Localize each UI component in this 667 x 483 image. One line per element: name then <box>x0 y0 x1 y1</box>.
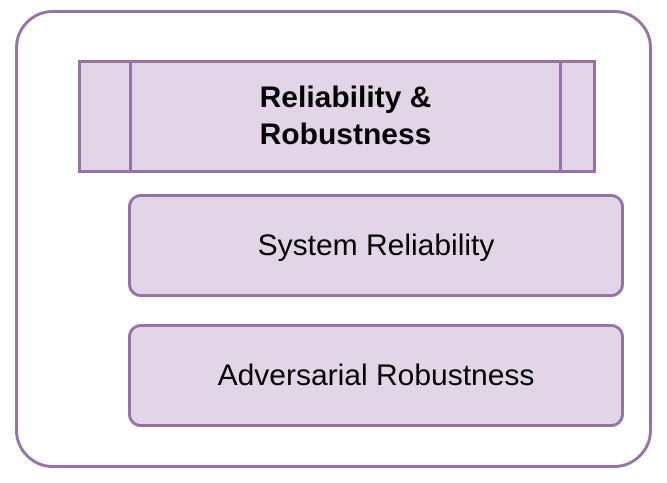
item-box-adversarial-robustness[interactable]: Adversarial Robustness <box>128 324 624 427</box>
page-title: Reliability & Robustness <box>259 80 432 151</box>
item-label: Adversarial Robustness <box>217 358 535 392</box>
item-label: System Reliability <box>257 228 495 262</box>
header-cell-center: Reliability & Robustness <box>132 63 562 170</box>
item-box-system-reliability[interactable]: System Reliability <box>128 194 624 297</box>
header-cell-right <box>562 63 593 170</box>
header-bar: Reliability & Robustness <box>78 60 596 173</box>
header-cell-left <box>81 63 132 170</box>
reliability-robustness-container: Reliability & Robustness System Reliabil… <box>15 10 652 468</box>
